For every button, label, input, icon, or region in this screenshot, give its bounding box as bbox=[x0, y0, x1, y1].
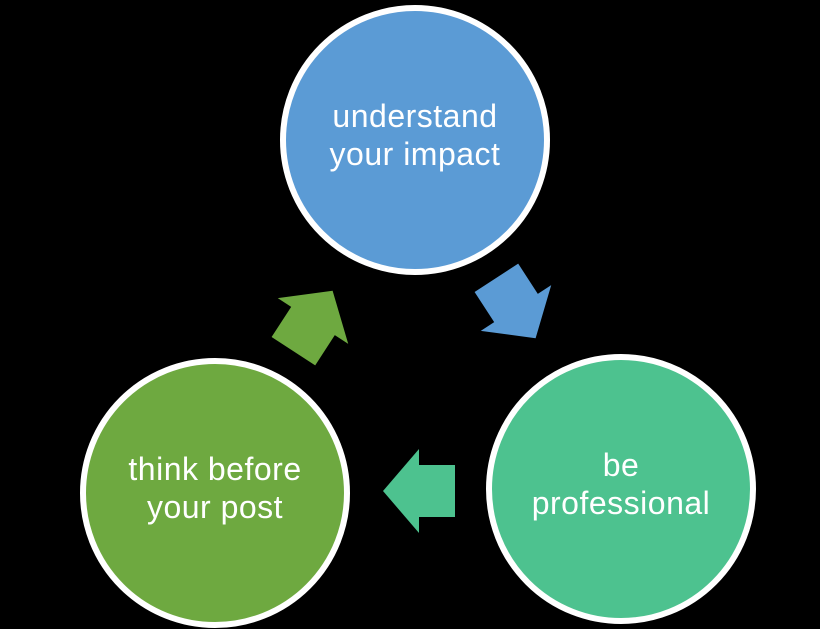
node-label-line: be bbox=[602, 447, 640, 484]
node-label-line: professional bbox=[531, 485, 711, 521]
node-label-line: understand bbox=[332, 98, 498, 135]
node-label-line: your post bbox=[146, 489, 284, 525]
arrow-bottom-right-to-bottom-left-icon bbox=[383, 449, 455, 533]
arrow-bottom-left-to-top-icon bbox=[271, 290, 349, 366]
node-label-line: your impact bbox=[329, 136, 501, 172]
node-label-think-before-your-post: think before your post bbox=[128, 451, 301, 527]
node-label-line: think before bbox=[128, 451, 302, 488]
node-label-be-professional: be professional bbox=[532, 447, 711, 523]
node-label-understand-your-impact: understand your impact bbox=[330, 98, 501, 174]
node-understand-your-impact: understand your impact bbox=[280, 5, 550, 275]
node-think-before-your-post: think before your post bbox=[80, 358, 350, 628]
node-be-professional: be professional bbox=[486, 354, 756, 624]
arrow-top-to-bottom-right-icon bbox=[474, 263, 552, 339]
